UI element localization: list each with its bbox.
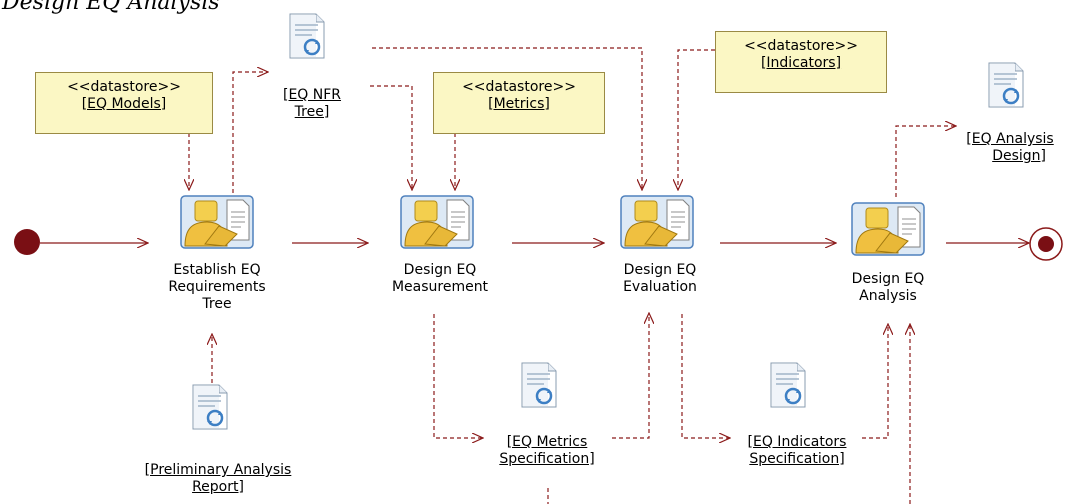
artifact-label-line: [EQ NFR: [282, 87, 342, 103]
artifact-label-line: Specification]: [749, 451, 845, 467]
activity-label-line: Establish EQ: [173, 262, 261, 278]
artifact-icon-eq-nfr-tree[interactable]: [288, 12, 326, 60]
initial-node[interactable]: [14, 229, 40, 255]
activity-label-line: Requirements: [168, 279, 266, 295]
activity-label-line: Design EQ: [623, 262, 697, 278]
artifact-icon-preliminary-report[interactable]: [191, 383, 229, 431]
datastore-name[interactable]: [Metrics]: [488, 96, 550, 112]
activity-label-analysis[interactable]: Design EQ Analysis: [818, 271, 958, 305]
datastore-eq-models[interactable]: <<datastore>> [EQ Models]: [35, 72, 213, 134]
datastore-stereotype: <<datastore>>: [67, 79, 181, 95]
object-flow-to-eq-metrics-spec[interactable]: [433, 314, 483, 438]
activity-label-line: Design EQ: [851, 271, 925, 287]
activity-label-line: Design EQ: [403, 262, 477, 278]
artifact-icon-eq-metrics-spec[interactable]: [520, 361, 558, 409]
activity-label-line: Analysis: [859, 288, 917, 304]
final-node[interactable]: [1029, 227, 1063, 261]
artifact-label-eq-indicators-spec[interactable]: [EQ Indicators Specification]: [730, 434, 864, 468]
activity-icon-measurement[interactable]: [400, 195, 474, 249]
datastore-indicators[interactable]: <<datastore>> [Indicators]: [715, 31, 887, 93]
object-flow-indicators[interactable]: [678, 49, 715, 190]
artifact-icon-eq-indicators-spec[interactable]: [769, 361, 807, 409]
object-flow-to-eq-indicators-spec[interactable]: [681, 314, 730, 438]
artifact-label-line: [EQ Metrics: [506, 434, 588, 450]
diagram-title: Design EQ Analysis: [2, 0, 220, 15]
artifact-label-line: Specification]: [499, 451, 595, 467]
artifact-icon-eq-analysis-design[interactable]: [987, 61, 1025, 109]
artifact-label-preliminary-report[interactable]: [Preliminary Analysis Report]: [118, 462, 318, 496]
activity-label-line: Measurement: [391, 279, 489, 295]
object-flow-nfr-to-evaluation[interactable]: [372, 47, 642, 190]
artifact-label-eq-metrics-spec[interactable]: [EQ Metrics Specification]: [482, 434, 612, 468]
activity-label-line: Tree: [202, 296, 232, 312]
object-flow-to-eq-analysis-design[interactable]: [895, 126, 956, 197]
object-flow-eq-indicators-spec[interactable]: [862, 324, 888, 439]
activity-label-measurement[interactable]: Design EQ Measurement: [370, 262, 510, 296]
datastore-name[interactable]: [EQ Models]: [81, 96, 167, 112]
object-flow-to-eq-nfr-tree[interactable]: [232, 72, 268, 193]
datastore-name[interactable]: [Indicators]: [760, 55, 842, 71]
artifact-label-line: Design]: [992, 148, 1046, 164]
activity-label-establish[interactable]: Establish EQ Requirements Tree: [147, 262, 287, 313]
activity-icon-establish[interactable]: [180, 195, 254, 249]
artifact-label-line: [Preliminary Analysis: [144, 462, 292, 478]
artifact-label-eq-nfr-tree[interactable]: [EQ NFR Tree]: [262, 87, 362, 121]
datastore-stereotype: <<datastore>>: [744, 38, 858, 54]
datastore-stereotype: <<datastore>>: [462, 79, 576, 95]
artifact-label-line: Report]: [192, 479, 244, 495]
activity-icon-evaluation[interactable]: [620, 195, 694, 249]
object-flow-eq-nfr-tree[interactable]: [370, 85, 412, 190]
artifact-label-line: [EQ Analysis: [966, 131, 1054, 147]
activity-label-line: Evaluation: [623, 279, 697, 295]
artifact-label-line: Tree]: [294, 104, 330, 120]
datastore-metrics[interactable]: <<datastore>> [Metrics]: [433, 72, 605, 134]
activity-icon-analysis[interactable]: [851, 202, 925, 256]
object-flow-eq-metrics-spec[interactable]: [612, 313, 649, 439]
artifact-label-line: [EQ Indicators: [747, 434, 847, 450]
activity-label-evaluation[interactable]: Design EQ Evaluation: [590, 262, 730, 296]
artifact-label-eq-analysis-design[interactable]: [EQ Analysis Design]: [958, 131, 1062, 165]
